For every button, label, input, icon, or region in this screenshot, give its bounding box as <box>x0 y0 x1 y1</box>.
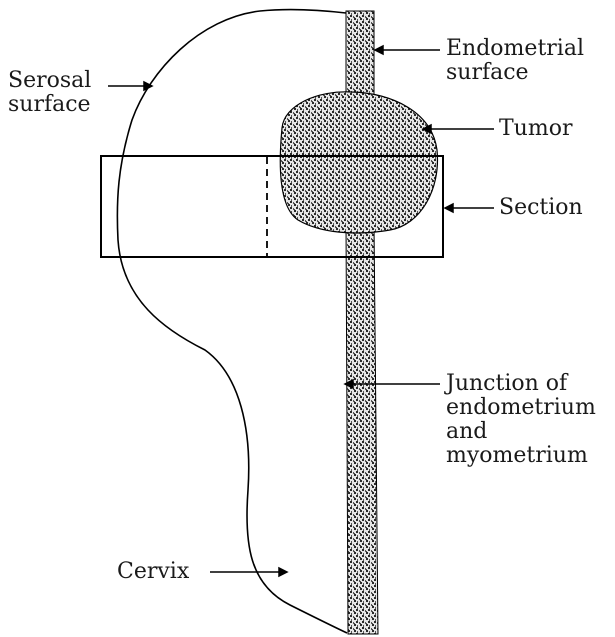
tumor-mass <box>280 92 437 233</box>
tumor-label: Tumor <box>499 117 572 141</box>
endometrial-strip-lower <box>346 225 378 634</box>
endometrial-surface-label: Endometrial surface <box>446 37 584 85</box>
serosal-surface-label: Serosal surface <box>8 69 91 117</box>
junction-label: Junction of endometrium and myometrium <box>446 372 596 468</box>
cervix-label: Cervix <box>117 560 189 584</box>
section-label: Section <box>499 196 583 220</box>
